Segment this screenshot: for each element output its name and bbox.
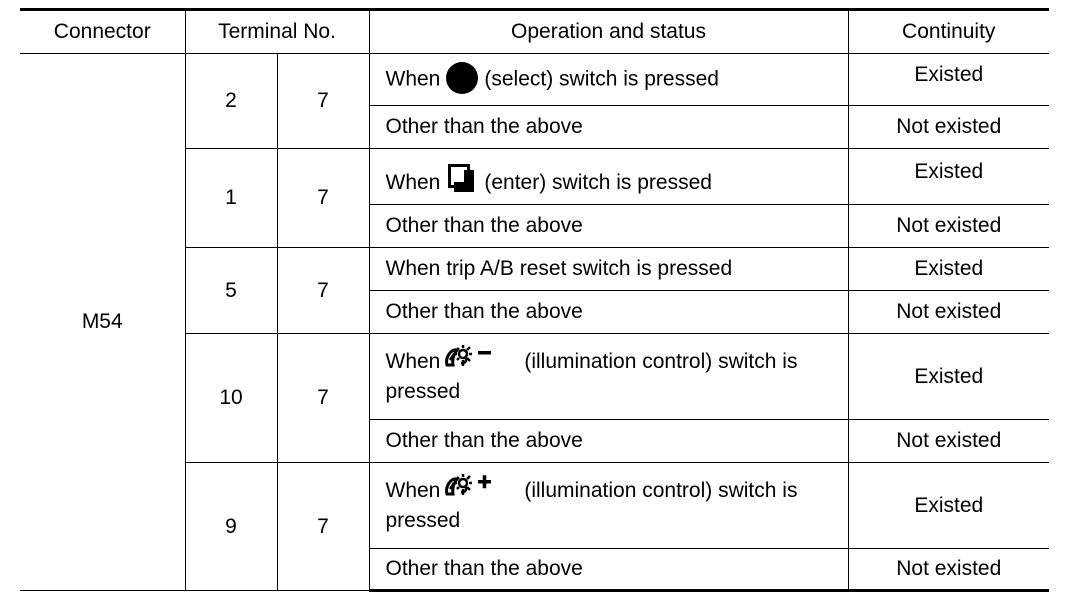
continuity-table: Connector Terminal No. Operation and sta… [20, 8, 1049, 592]
header-connector: Connector [20, 8, 186, 54]
operation-suffix: (illumination control) switch is [524, 478, 798, 502]
continuity-cell: Existed [847, 148, 1049, 205]
terminal-a-cell: 2 [184, 53, 278, 149]
continuity-cell: Not existed [847, 419, 1049, 463]
terminal-b-cell: 7 [276, 148, 370, 248]
header-continuity: Continuity [847, 8, 1049, 54]
operation-cell: Other than the above [369, 290, 849, 334]
select-dot-icon [446, 61, 479, 94]
illumination-minus-icon [444, 343, 494, 369]
table-row: 10 7 When (illumination control) switch i… [20, 333, 1049, 463]
operation-suffix: (select) switch is pressed [484, 67, 719, 91]
operation-cell: When trip A/B reset switch is pressed [368, 247, 849, 291]
operation-suffix: (illumination control) switch is [524, 349, 798, 373]
continuity-cell: Existed [847, 53, 1049, 106]
table-row: 9 7 When (illumination control) switch is… [20, 462, 1049, 591]
table-row: Other than the above Not existed [20, 204, 1049, 248]
table-row: 1 7 When (enter) switch is pressed Existe… [20, 148, 1049, 248]
connector-cell: M54 [20, 53, 186, 591]
table-row: Other than the above Not existed [20, 419, 1049, 463]
terminal-a-cell: 10 [185, 333, 278, 463]
continuity-cell: Not existed [847, 290, 1049, 334]
terminal-a-cell: 5 [185, 247, 278, 334]
operation-line-1: When (illumination control) switch is [385, 344, 848, 377]
terminal-b-cell: 7 [276, 462, 370, 591]
operation-cell: Other than the above [369, 204, 849, 248]
operation-prefix: When [385, 171, 441, 194]
table-row: Other than the above Not existed [20, 548, 1049, 592]
table-row: M54 2 7 When (select) switch is pressed E… [20, 53, 1049, 591]
terminal-b-cell: 7 [276, 53, 370, 149]
operation-prefix: When [385, 67, 441, 91]
continuity-cell: Not existed [847, 105, 1049, 149]
header-terminal-no: Terminal No. [184, 8, 370, 54]
table-row: 5 7 When trip A/B reset switch is presse… [20, 247, 1049, 334]
operation-cell: When (illumination control) switch is pre… [368, 333, 849, 420]
continuity-cell: Not existed [847, 548, 1049, 592]
terminal-a-cell: 1 [185, 148, 278, 248]
header-row: Connector Terminal No. Operation and sta… [20, 8, 1049, 54]
operation-cell: Other than the above [369, 105, 849, 149]
operation-prefix: When [385, 478, 441, 502]
continuity-cell: Existed [847, 333, 1049, 420]
operation-cell: When (select) switch is pressed [368, 53, 849, 106]
illumination-plus-icon [444, 472, 494, 498]
continuity-table-frame: Connector Terminal No. Operation and sta… [20, 8, 1049, 592]
operation-line-2: pressed [385, 379, 461, 403]
terminal-b-cell: 7 [276, 333, 370, 463]
terminal-a-cell: 9 [185, 462, 278, 591]
terminal-b-cell: 7 [276, 247, 370, 334]
operation-cell: Other than the above [369, 548, 849, 592]
operation-cell: Other than the above [369, 419, 849, 463]
table-row: Other than the above Not existed [20, 105, 1049, 149]
operation-line-2: pressed [385, 508, 461, 532]
header-operation-status: Operation and status [368, 8, 849, 54]
continuity-cell: Existed [847, 462, 1049, 549]
operation-cell: When (illumination control) switch is pre… [368, 462, 849, 549]
operation-cell: When (enter) switch is pressed [368, 148, 849, 205]
operation-suffix: (enter) switch is pressed [484, 171, 712, 194]
enter-square-icon [448, 164, 475, 193]
operation-prefix: When [385, 349, 441, 373]
continuity-cell: Existed [847, 247, 1049, 291]
operation-line-1: When (illumination control) switch is [385, 473, 848, 506]
continuity-cell: Not existed [847, 204, 1049, 248]
